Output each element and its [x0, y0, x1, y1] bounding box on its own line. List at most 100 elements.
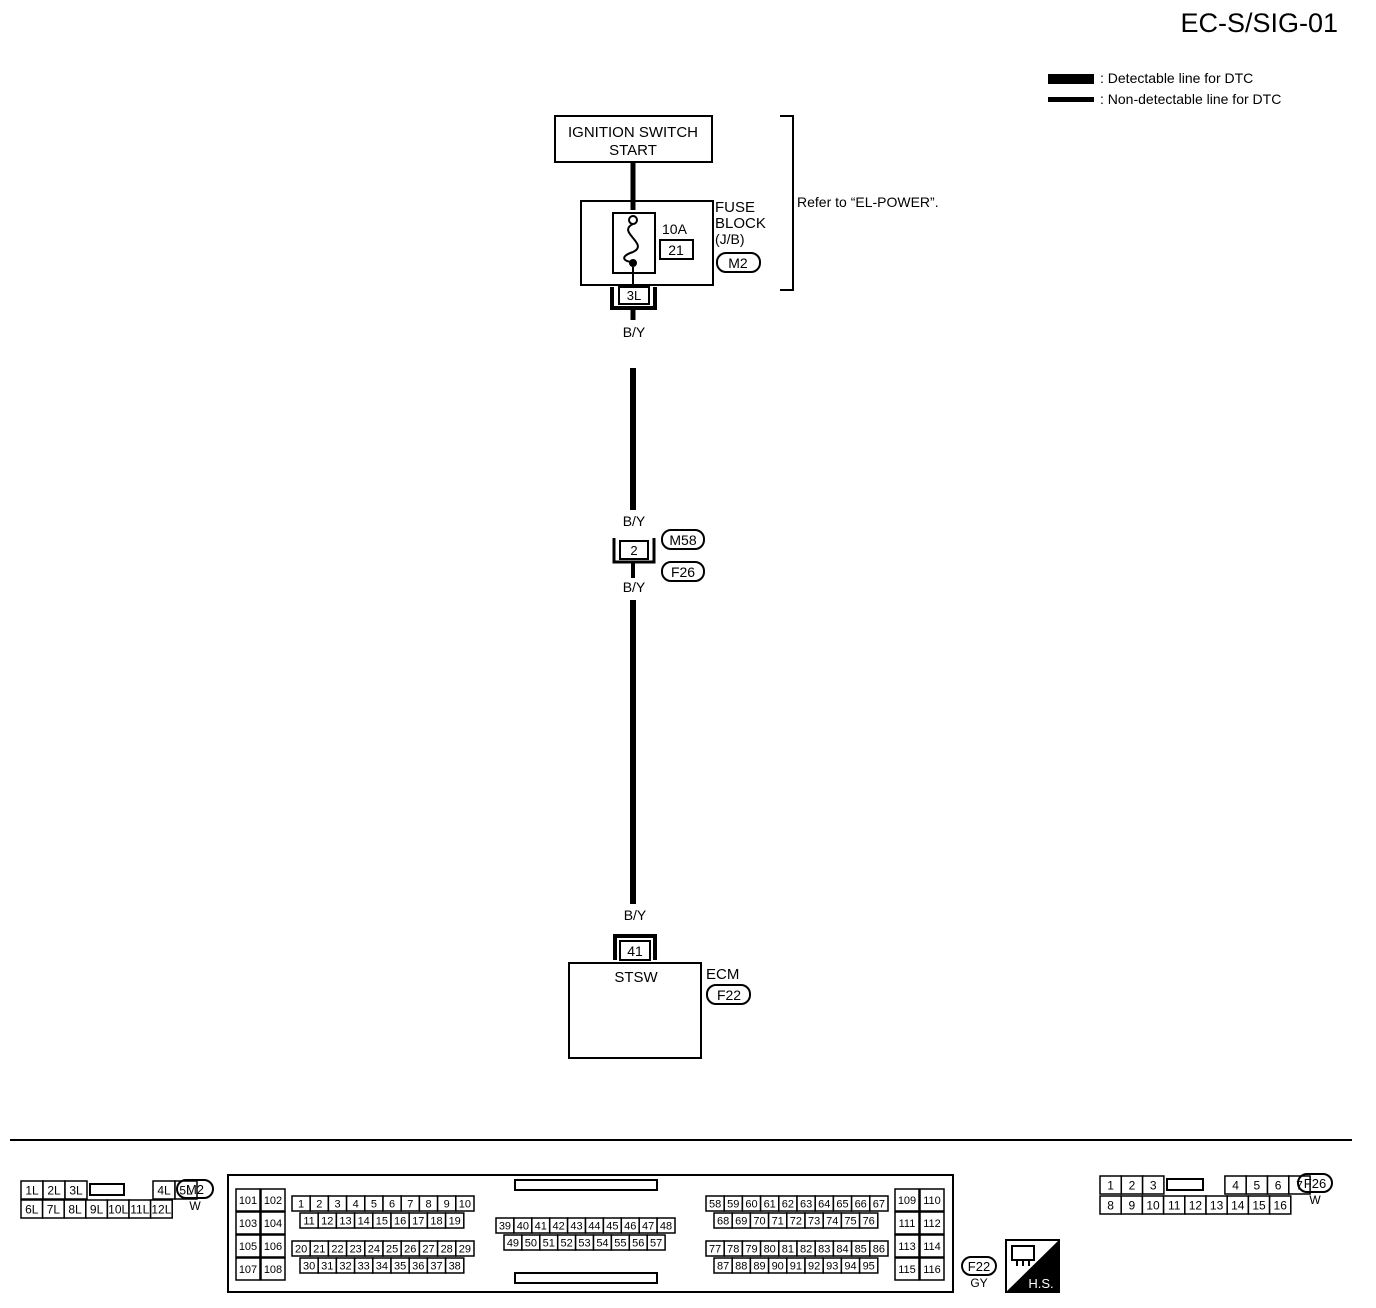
pin-label: 75: [844, 1215, 856, 1227]
connector-id: F22: [968, 1259, 990, 1274]
pin-label: 17: [412, 1215, 424, 1227]
pin-label: 26: [404, 1243, 416, 1255]
pin-label: 3: [1150, 1178, 1157, 1192]
pin-label: 102: [264, 1195, 282, 1207]
pin-label: 9: [1128, 1198, 1135, 1212]
pin-cell: [656, 1217, 676, 1234]
pin-label: 8L: [68, 1202, 82, 1216]
wire-color-label: B/Y: [623, 324, 646, 340]
pin-label: 6: [1275, 1178, 1282, 1192]
pin-label: 101: [239, 1195, 257, 1207]
pin-label: 61: [764, 1198, 776, 1210]
pin-label: 2: [1129, 1178, 1136, 1192]
connector-latch: [1166, 1178, 1204, 1191]
pin-label: 83: [818, 1243, 830, 1255]
pin-label: 73: [808, 1215, 820, 1227]
pin-label: 8: [425, 1198, 431, 1210]
pin-label: 116: [923, 1264, 941, 1276]
pin-label: 88: [735, 1260, 747, 1272]
terminal-3l-label: 3L: [627, 288, 641, 303]
pin-label: 47: [642, 1220, 654, 1232]
pin-label: 77: [709, 1243, 721, 1255]
legend: : Detectable line for DTC : Non-detectab…: [1048, 70, 1281, 107]
pin-label: 4: [1232, 1178, 1239, 1192]
pin-cell: [919, 1257, 945, 1281]
pin-label: 19: [449, 1215, 461, 1227]
pin-label: 7: [1296, 1178, 1303, 1192]
joint-connector: 2 M58 F26: [612, 529, 705, 582]
pin-label: 23: [350, 1243, 362, 1255]
ecm-signal: STSW: [614, 969, 658, 986]
pin-label: 11L: [130, 1202, 149, 1216]
connector-color: GY: [970, 1276, 987, 1290]
pin-label: 12L: [151, 1202, 171, 1216]
pin-label: 43: [570, 1220, 582, 1232]
refer-bracket: [780, 115, 794, 291]
pin-label: 62: [782, 1198, 794, 1210]
pin-label: 74: [826, 1215, 838, 1227]
pin-cell: [869, 1240, 889, 1257]
pin-cell: [64, 1180, 88, 1200]
pin-label: 87: [717, 1260, 729, 1272]
pin-label: 78: [727, 1243, 739, 1255]
pin-label: 10L: [108, 1202, 128, 1216]
pin-label: 95: [863, 1260, 875, 1272]
pin-cell: [455, 1195, 475, 1212]
connector-color: W: [189, 1199, 201, 1213]
pin-label: 32: [339, 1260, 351, 1272]
pin-label: 31: [321, 1260, 333, 1272]
pin-label: 68: [717, 1215, 729, 1227]
pin-label: 76: [863, 1215, 875, 1227]
pin-label: 105: [239, 1241, 257, 1253]
ecm-connector-id: F22: [717, 987, 741, 1003]
pin-label: 28: [441, 1243, 453, 1255]
pin-cell: [858, 1212, 879, 1229]
pin-label: 86: [873, 1243, 885, 1255]
pin-label: 48: [660, 1220, 672, 1232]
pin-label: 2L: [47, 1183, 61, 1197]
pin-label: 30: [303, 1260, 315, 1272]
pin-cell: [260, 1211, 286, 1235]
pin-label: 55: [614, 1237, 626, 1249]
pin-cell: [894, 1211, 920, 1235]
connector-latch: [514, 1179, 658, 1191]
pin-cell: [919, 1188, 945, 1212]
pin-label: 8: [1107, 1198, 1114, 1212]
pin-cell: [235, 1188, 261, 1212]
pin-label: 80: [764, 1243, 776, 1255]
connector-latch: [514, 1272, 658, 1284]
pin-label: 52: [561, 1237, 573, 1249]
pin-label: 69: [735, 1215, 747, 1227]
joint-connector-top: M58: [669, 532, 696, 548]
harness-side-icon: H.S.: [1005, 1239, 1060, 1293]
pin-label: 111: [899, 1218, 916, 1230]
pin-label: 46: [624, 1220, 636, 1232]
connector-color: W: [1309, 1193, 1321, 1207]
pin-cell: [444, 1212, 465, 1229]
connector-latch: [89, 1183, 125, 1196]
pin-label: 39: [499, 1220, 511, 1232]
pin-cell: [1288, 1175, 1311, 1195]
pin-label: 109: [898, 1195, 916, 1207]
fuse-icon: [623, 223, 639, 263]
connector-id: F26: [1304, 1176, 1326, 1191]
pin-label: 25: [386, 1243, 398, 1255]
ecm-label: ECM: [706, 966, 739, 983]
pin-label: 56: [632, 1237, 644, 1249]
pin-label: 5L: [179, 1183, 193, 1197]
pin-cell: [1141, 1175, 1165, 1195]
pin-label: 41: [535, 1220, 547, 1232]
pin-label: 113: [898, 1241, 916, 1253]
pin-cell: [858, 1257, 879, 1274]
pin-label: 3L: [69, 1183, 83, 1197]
pin-label: 72: [790, 1215, 802, 1227]
pin-label: 66: [855, 1198, 867, 1210]
pin-label: 44: [588, 1220, 600, 1232]
non-detectable-line-swatch: [1048, 97, 1094, 102]
pin-label: 18: [430, 1215, 442, 1227]
pin-cell: [894, 1257, 920, 1281]
pin-label: 93: [826, 1260, 838, 1272]
pin-label: 54: [596, 1237, 608, 1249]
